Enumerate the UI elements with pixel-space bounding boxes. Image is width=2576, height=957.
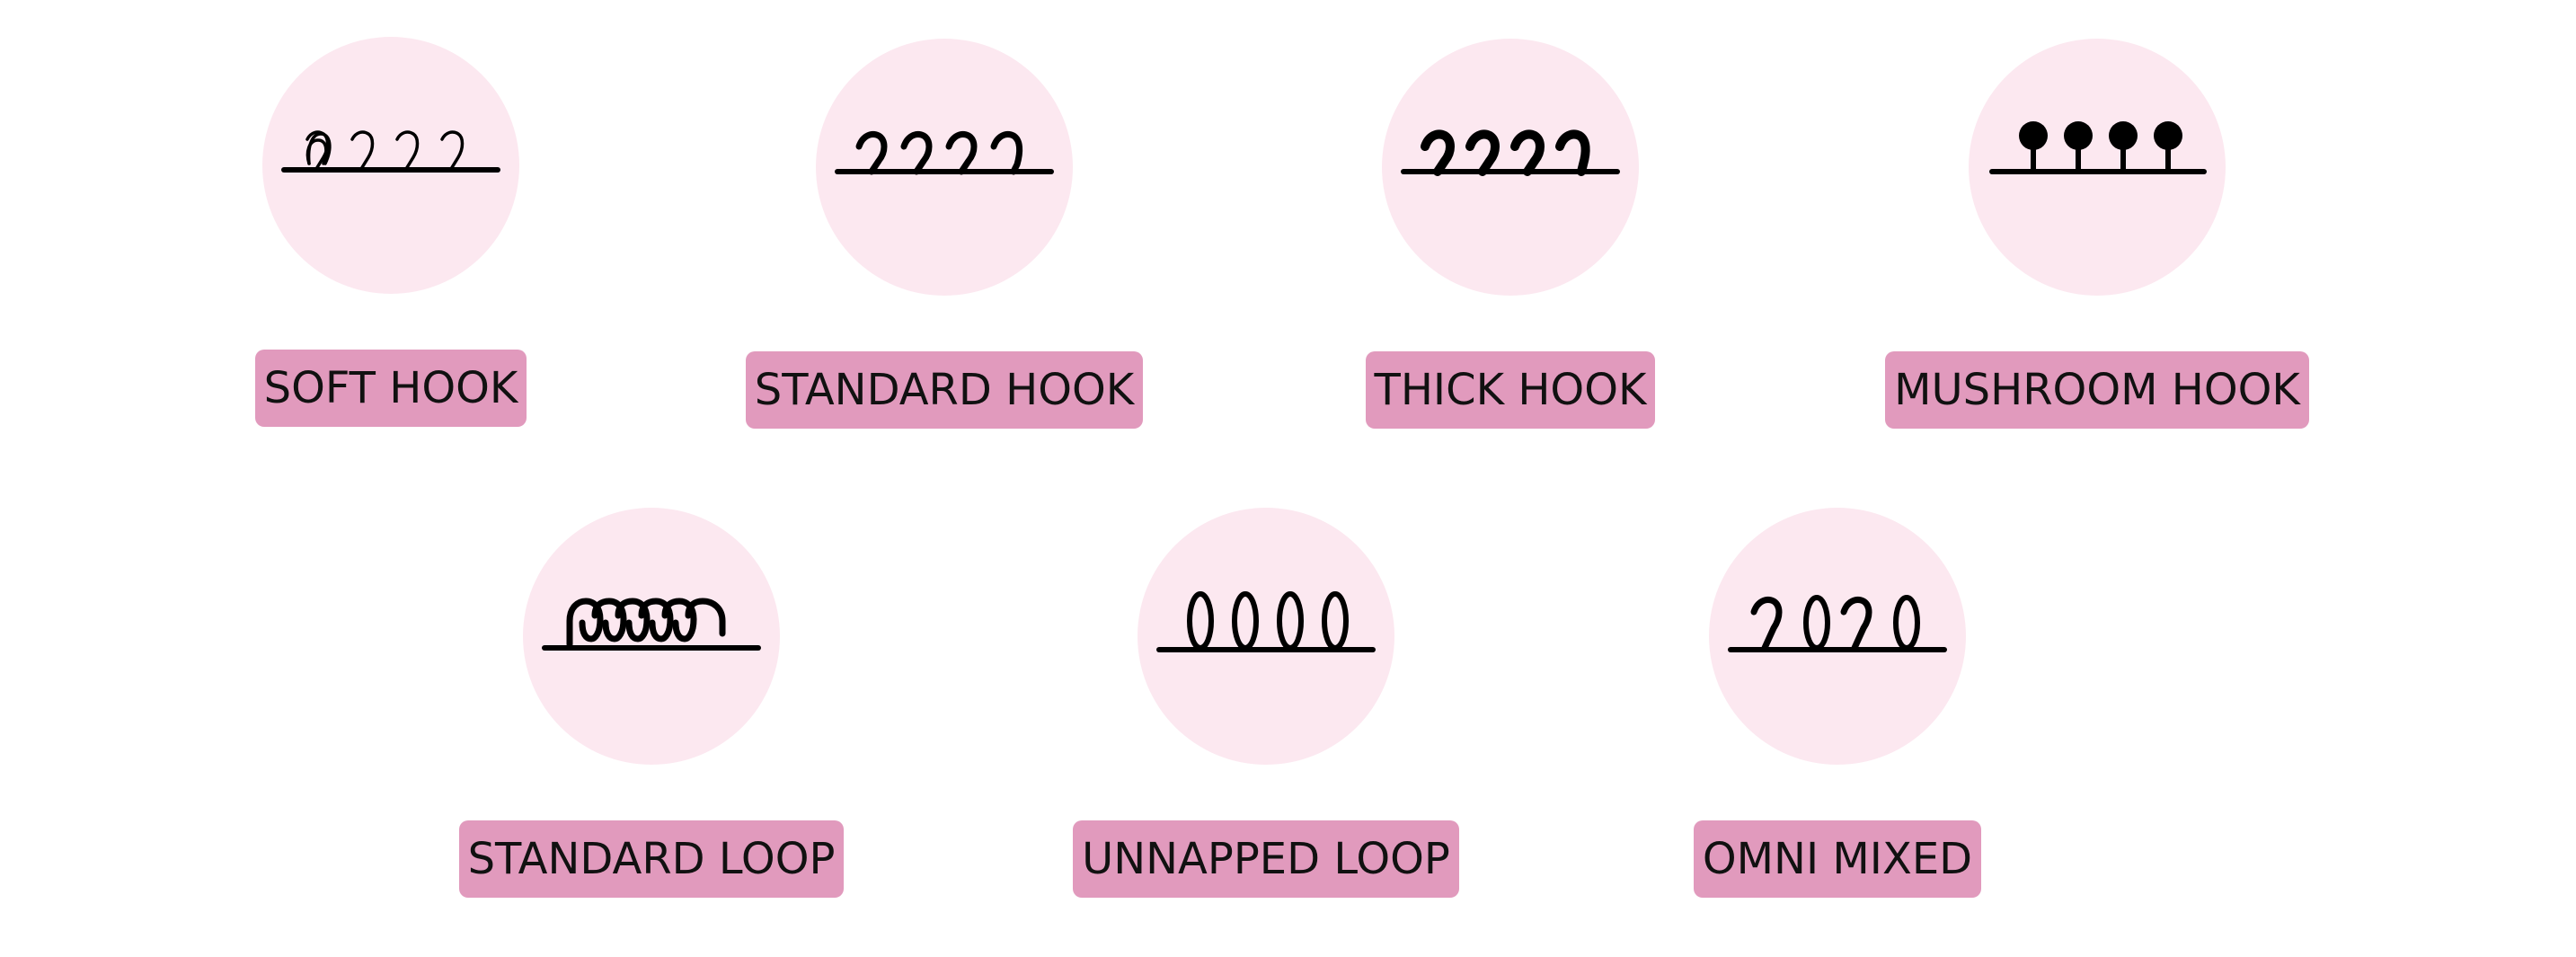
fastener-label: OMNI MIXED [1693,820,1982,898]
omni-mixed-icon [1728,595,1947,652]
icon-circle [523,508,780,765]
fastener-thick-hook: THICK HOOK [1241,39,1780,429]
icon-circle [1382,39,1639,296]
fastener-label: SOFT HOOK [254,350,527,427]
fastener-mushroom-hook: MUSHROOM HOOK [1828,39,2367,429]
fastener-soft-hook: SOFT HOOK [121,37,660,427]
fastener-label: THICK HOOK [1365,351,1656,429]
fastener-unnapped-loop: UNNAPPED LOOP [996,508,1536,898]
icon-circle [1969,39,2226,296]
standard-loop-icon [542,598,761,651]
soft-hook-icon [281,130,500,173]
fastener-standard-loop: STANDARD LOOP [382,508,921,898]
fastener-standard-hook: STANDARD HOOK [675,39,1214,429]
fastener-omni-mixed: OMNI MIXED [1568,508,2107,898]
thick-hook-icon [1401,129,1620,176]
standard-hook-icon [835,131,1054,175]
icon-circle [262,37,519,294]
fastener-label: MUSHROOM HOOK [1885,351,2309,429]
fastener-label: UNNAPPED LOOP [1073,820,1459,898]
fastener-label: STANDARD LOOP [458,820,845,898]
mushroom-hook-icon [1989,121,2207,174]
fastener-label: STANDARD HOOK [745,351,1144,429]
icon-circle [1709,508,1966,765]
icon-circle [816,39,1073,296]
unnapped-loop-icon [1156,591,1376,652]
icon-circle [1138,508,1394,765]
